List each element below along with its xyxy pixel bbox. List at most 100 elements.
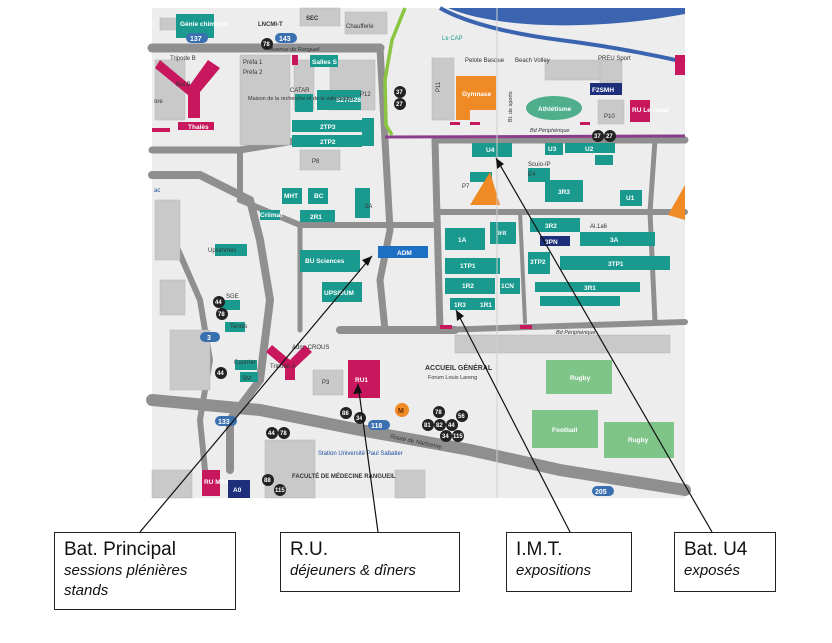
bus-78d: 78 [435, 410, 442, 416]
label-sm: SM [242, 376, 251, 382]
label-criimat: Criimat [260, 212, 283, 219]
metro-m: M [398, 408, 404, 415]
label-faculte: FACULTÉ DE MÉDECINE RANGUEIL [292, 472, 396, 480]
label-mht: MHT [284, 193, 298, 200]
bus-44d: 44 [448, 423, 455, 429]
periph-line [384, 134, 686, 139]
label-3a: 3A [610, 237, 619, 244]
label-u2: U2 [585, 146, 594, 153]
label-bd-periph: Bd Périphérique [530, 128, 569, 134]
label-upsimed: Upsimmes [208, 248, 236, 254]
label-rugby2: Rugby [628, 437, 649, 444]
label-u3: U3 [548, 146, 557, 153]
callout-bat-u4: Bat. U4 exposés [674, 532, 776, 592]
bus-56: 56 [458, 414, 465, 420]
bus-34: 34 [356, 416, 363, 422]
label-s27: S27/S28 [336, 97, 361, 104]
label-e4: E4 [528, 172, 536, 178]
bus-37a: 37 [396, 90, 403, 96]
bus-34b: 34 [442, 434, 449, 440]
callout-imt: I.M.T. expositions [506, 532, 632, 592]
f2smh-building [590, 83, 622, 95]
label-adm-crous: Adm. CROUS [292, 345, 329, 351]
label-ore: ore [154, 99, 163, 105]
cone-p7 [470, 172, 500, 205]
magenta-buildings [152, 55, 685, 496]
label-bl-sports: Bl. de sports [508, 91, 514, 122]
callout-line: exposés [684, 562, 740, 579]
label-tripode-b: Tripode B [170, 56, 196, 62]
arrowhead-ru [353, 384, 362, 394]
bus-88a: 88 [342, 411, 349, 417]
bus-44a: 44 [215, 300, 222, 306]
label-ac: ac [154, 188, 160, 194]
label-le-cap: Le CAP [442, 36, 463, 42]
label-gymnase: Gymnase [462, 91, 492, 98]
bus-stops: 78 37 27 37 27 44 78 44 88 34 44 78 78 5… [213, 38, 616, 496]
green-loop [383, 7, 407, 136]
label-3r2: 3R2 [545, 223, 557, 230]
canal [439, 6, 686, 64]
label-forum: Forum Louis Lareng [428, 375, 477, 381]
label-tripode-a: Tripode A [270, 364, 295, 370]
label-u1: U1 [626, 195, 635, 202]
label-t2: 2TP2 [320, 139, 336, 146]
road-badges: 137 143 3 133 118 205 M [186, 33, 614, 496]
label-2r1: 2R1 [310, 214, 322, 221]
label-pelote: Pelote Basque [465, 58, 505, 64]
road-133: 133 [218, 419, 230, 426]
bus-81: 81 [424, 423, 431, 429]
label-2a: 2A [365, 204, 372, 210]
label-ru-lecanal: RU Le canal [632, 107, 669, 114]
pn-building [540, 236, 570, 246]
pointer-ru [357, 383, 379, 533]
bus-27b: 27 [606, 134, 613, 140]
label-football: Football [552, 427, 577, 434]
label-athletisme: Athlétisme [538, 106, 572, 113]
callout-line: sessions plénières [64, 562, 188, 579]
teal-buildings [176, 14, 670, 382]
label-tennis: Tennis [230, 324, 247, 330]
bus-115a: 115 [453, 434, 463, 440]
label-ru-med: RU Méd [204, 479, 228, 486]
callout-title: Bat. U4 [684, 539, 748, 560]
label-3tp2: 3TP2 [530, 259, 546, 266]
label-3r3: 3R3 [558, 189, 570, 196]
label-p12: P12 [360, 92, 371, 98]
label-bu: BU Sciences [305, 258, 345, 265]
label-ru1: RU1 [355, 377, 368, 384]
bus-88b: 88 [264, 478, 271, 484]
bus-78b: 78 [218, 312, 225, 318]
label-f2smh: F2SMH [592, 87, 614, 94]
label-preu: PREU Sport [598, 56, 631, 62]
label-3r1: 3R1 [584, 285, 596, 292]
road-143: 143 [279, 36, 291, 43]
label-p10: P10 [604, 114, 615, 120]
label-1r3: 1R3 [454, 302, 466, 309]
adm-building [378, 246, 428, 258]
label-a4: Al.1a6 [590, 224, 608, 230]
label-batb: Bat B [176, 82, 191, 88]
gymnase-building [456, 76, 496, 120]
callout-title: R.U. [290, 539, 328, 560]
bus-27a: 27 [396, 102, 403, 108]
road-3: 3 [207, 335, 211, 342]
callout-bat-principal: Bat. Principal sessions plénières stands [54, 532, 236, 610]
label-genie: Génie chimique [180, 21, 229, 28]
label-3tp1: 3TP1 [608, 261, 624, 268]
label-1cn: 1CN [501, 283, 514, 290]
label-thales: Thalès [188, 124, 209, 131]
road-118: 118 [371, 423, 382, 430]
bus-37b: 37 [594, 134, 601, 140]
sports-fields [526, 96, 674, 458]
callout-ru: R.U. déjeuners & dîners [280, 532, 460, 592]
label-av-rangueil: Avenue de Rangueil [269, 47, 320, 53]
label-1tp1: 1TP1 [460, 263, 476, 270]
label-upsidum: UPSIDUM [324, 290, 354, 297]
arrowhead-u4 [496, 158, 504, 169]
pointer-imt [455, 309, 571, 533]
label-a0: A0 [233, 487, 242, 494]
label-adm: ADM [397, 250, 412, 257]
label-catar: CATAR [290, 88, 310, 94]
arrowhead-bat-principal [362, 256, 372, 266]
